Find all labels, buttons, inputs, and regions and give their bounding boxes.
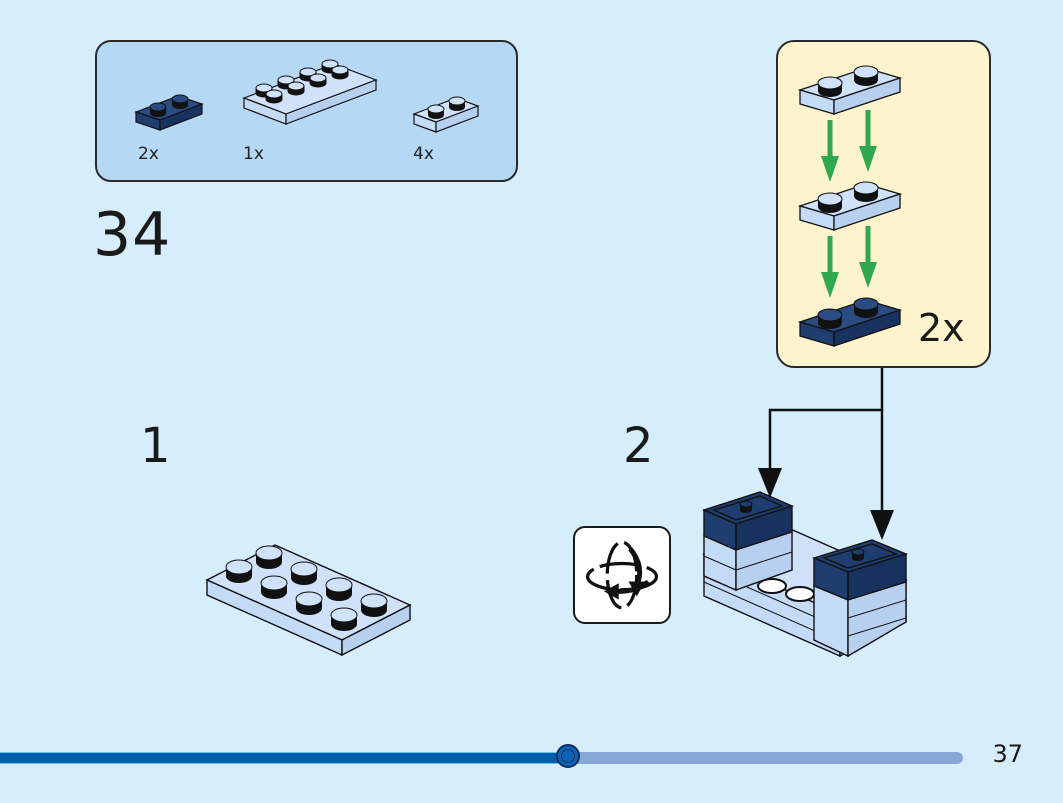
stud bbox=[817, 76, 843, 97]
stud bbox=[260, 575, 288, 599]
page-number: 37 bbox=[992, 740, 1023, 768]
stud bbox=[427, 104, 445, 119]
callout-brick bbox=[797, 65, 903, 115]
callout-quantity: 2x bbox=[918, 306, 965, 350]
stud bbox=[853, 181, 879, 202]
green-arrow bbox=[859, 110, 877, 172]
progress-knob[interactable] bbox=[556, 744, 581, 768]
green-arrow bbox=[821, 236, 839, 298]
stud bbox=[325, 577, 353, 601]
callout-brick bbox=[797, 297, 903, 347]
stud bbox=[853, 297, 879, 318]
part-light-blue-plate-1x2 bbox=[412, 96, 480, 133]
rotate-model-icon bbox=[585, 540, 659, 610]
part-dark-blue-plate-1x2 bbox=[134, 94, 204, 131]
stud bbox=[287, 81, 305, 96]
green-arrow bbox=[859, 226, 877, 288]
rotate-model-button bbox=[573, 526, 671, 624]
part-quantity: 4x bbox=[413, 144, 434, 164]
stud bbox=[817, 192, 843, 213]
stud bbox=[331, 65, 349, 80]
stud bbox=[265, 89, 283, 104]
stud bbox=[448, 96, 466, 111]
callout-assembly bbox=[797, 65, 903, 347]
stud bbox=[360, 593, 388, 617]
stud bbox=[225, 559, 253, 583]
green-arrow bbox=[821, 120, 839, 182]
stud bbox=[330, 607, 358, 631]
part-quantity: 1x bbox=[243, 144, 264, 164]
stud bbox=[853, 65, 879, 86]
stud bbox=[309, 73, 327, 88]
stud bbox=[295, 591, 323, 615]
stud bbox=[149, 102, 167, 117]
substep-1-plate-2x4 bbox=[205, 544, 412, 657]
part-light-blue-plate-2x4 bbox=[242, 59, 378, 125]
stud bbox=[290, 561, 318, 585]
substep-number: 2 bbox=[623, 418, 654, 474]
stud bbox=[171, 94, 189, 109]
callout-brick bbox=[797, 181, 903, 231]
progress-fill bbox=[0, 752, 569, 764]
stud bbox=[255, 545, 283, 569]
substep-number: 1 bbox=[140, 418, 171, 474]
main-step-number: 34 bbox=[93, 200, 172, 270]
stud bbox=[817, 308, 843, 329]
substep-2-model bbox=[702, 491, 909, 658]
part-quantity: 2x bbox=[138, 144, 159, 164]
